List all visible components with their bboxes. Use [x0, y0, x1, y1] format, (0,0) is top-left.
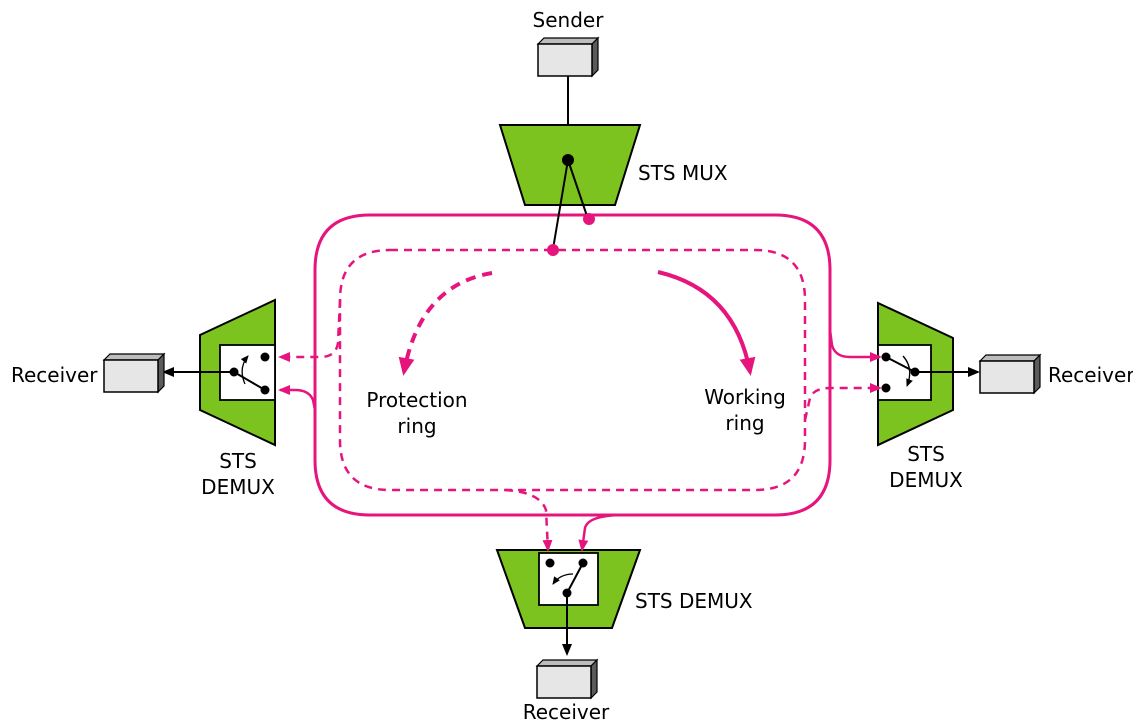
- left-receiver-label: Receiver: [11, 363, 98, 387]
- left-demux-label-1: STS: [219, 449, 257, 473]
- working-ring-path: [313, 213, 832, 517]
- right-demux-label-2: DEMUX: [889, 468, 963, 492]
- bottom-switch-dot-left: [545, 558, 555, 568]
- bottom-switch-lever: [566, 562, 584, 594]
- right-receiver-label: Receiver: [1048, 363, 1133, 387]
- left-receiver-box: [102, 352, 166, 394]
- bottom-receiver-label: Receiver: [523, 700, 610, 723]
- left-switch-dot-top: [260, 352, 270, 362]
- left-switch-lever: [233, 371, 266, 391]
- protection-ring-path: [338, 248, 807, 492]
- sender-label: Sender: [533, 8, 605, 32]
- mux-protection-link: [552, 159, 569, 250]
- bottom-protection-feed: [504, 488, 553, 552]
- protection-ring-label-1: Protection: [366, 388, 467, 412]
- left-working-feed: [278, 385, 317, 411]
- mux-working-link: [567, 159, 589, 220]
- left-demux-label-2: DEMUX: [201, 475, 275, 499]
- bottom-demux-label: STS DEMUX: [635, 589, 753, 613]
- bottom-receiver-box: [535, 658, 599, 700]
- left-switch-rotate-arrow: [240, 355, 249, 385]
- right-switch-dot-bottom: [881, 383, 891, 393]
- right-demux-label-1: STS: [907, 442, 945, 466]
- mux-label: STS MUX: [638, 161, 728, 185]
- working-ring-label-2: ring: [725, 411, 764, 435]
- bottom-working-feed: [578, 513, 621, 552]
- protection-ring-label-2: ring: [397, 414, 436, 438]
- right-working-feed: [828, 329, 882, 362]
- right-receiver-box: [978, 353, 1042, 395]
- sender-box: [536, 36, 600, 78]
- bottom-switch-rotate-arrow: [552, 573, 574, 585]
- left-protection-feed: [278, 299, 342, 362]
- protection-ring-tap-dot: [547, 244, 559, 256]
- right-switch-rotate-arrow: [902, 355, 913, 387]
- right-protection-feed: [803, 383, 882, 421]
- right-switch-lever: [885, 356, 916, 373]
- working-ring-label-1: Working: [704, 385, 786, 409]
- protection-direction-arrow: [398, 271, 493, 376]
- working-ring-tap-dot: [583, 213, 595, 225]
- working-direction-arrow: [657, 270, 756, 376]
